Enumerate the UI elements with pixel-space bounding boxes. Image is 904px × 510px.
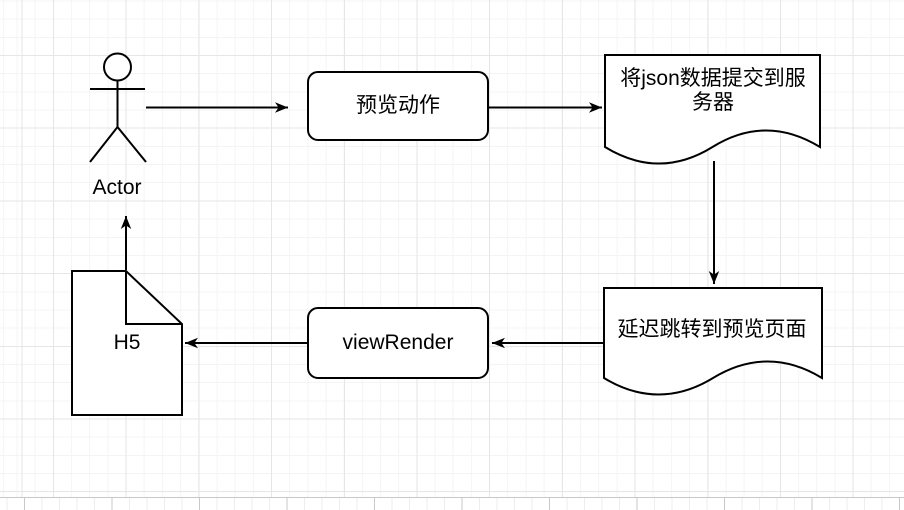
actor-label: Actor [92,176,142,199]
view-render-label: viewRender [342,331,454,354]
h5-note-outline [71,270,183,416]
actor-node[interactable] [89,52,147,163]
actor-right-leg [116,126,147,163]
preview-action-node[interactable] [307,71,489,141]
delay-redirect-node[interactable] [603,287,823,396]
actor-head [103,52,132,82]
delay-redirect-label: 延迟跳转到预览页面 [617,318,807,341]
submit-json-node[interactable] [604,54,821,165]
h5-node[interactable] [71,270,183,416]
preview-action-label: 预览动作 [356,94,440,117]
h5-label: H5 [113,331,141,354]
view-render-node[interactable] [307,307,489,379]
actor-left-leg [89,126,119,163]
page-boundary-line [0,497,904,498]
offpage-grid-strip [0,498,904,510]
submit-json-label: 将json数据提交到服务器 [620,67,806,114]
h5-note-fold [125,271,182,325]
